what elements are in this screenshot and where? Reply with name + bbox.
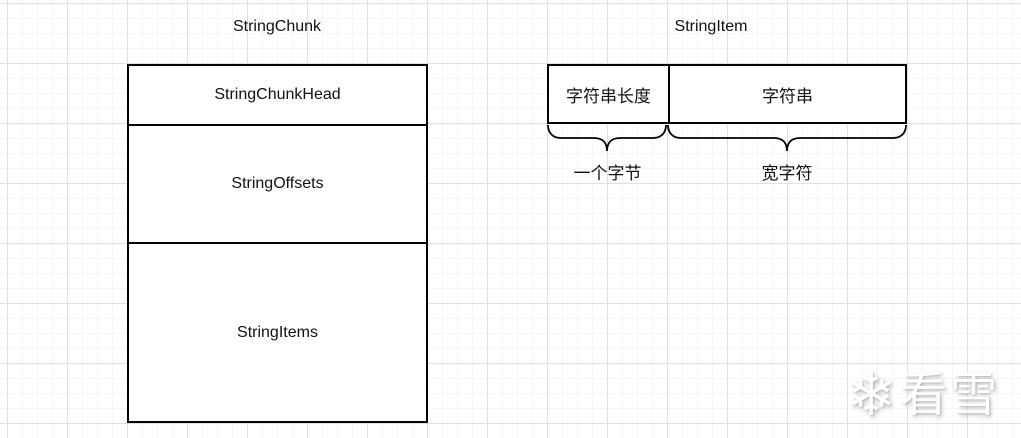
- underbraces: [547, 124, 907, 152]
- cell-string: 字符串: [668, 66, 905, 122]
- watermark: ❄ 看雪: [846, 362, 1000, 428]
- cell-stringitems: StringItems: [129, 242, 426, 421]
- stringchunk-table: StringChunkHead StringOffsets StringItem…: [127, 64, 428, 423]
- cell-string-label: 字符串: [762, 86, 813, 106]
- cell-string-length-label: 字符串长度: [566, 86, 651, 106]
- cell-string-length: 字符串长度: [549, 66, 668, 122]
- cell-stringchunkhead-label: StringChunkHead: [214, 86, 341, 103]
- label-one-byte: 一个字节: [573, 164, 642, 183]
- stringitem-table: 字符串长度 字符串: [547, 64, 907, 124]
- cell-stringitems-label: StringItems: [237, 323, 318, 341]
- brace-one-byte: [547, 124, 667, 152]
- stringchunk-title: StringChunk: [232, 18, 322, 35]
- cell-stringoffsets-label: StringOffsets: [231, 175, 324, 192]
- label-wide-char: 宽字符: [761, 164, 813, 183]
- cell-stringoffsets: StringOffsets: [129, 124, 426, 242]
- snowflake-icon: ❄: [846, 361, 897, 428]
- brace-wide-char: [667, 124, 907, 152]
- watermark-text: 看雪: [900, 368, 1001, 421]
- cell-stringchunkhead: StringChunkHead: [129, 66, 426, 124]
- stringitem-title: StringItem: [674, 18, 748, 35]
